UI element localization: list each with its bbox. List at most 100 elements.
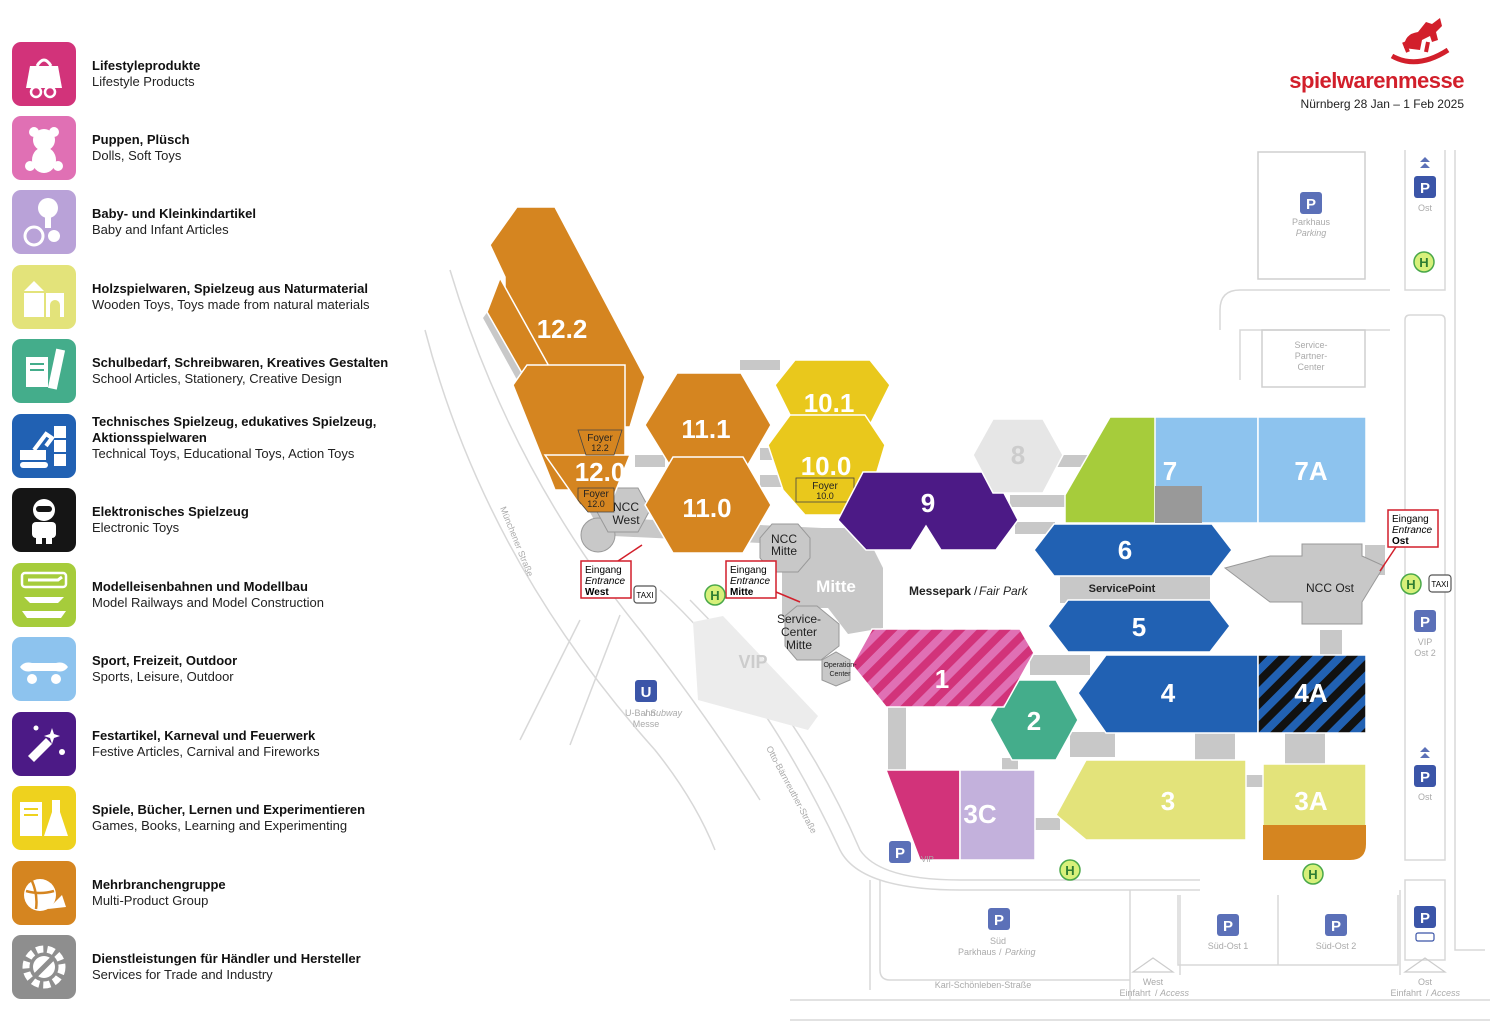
subway-icon: U [635,680,657,702]
bus-stop-icon: H [1413,251,1435,273]
hall-3a: 3A [1262,763,1367,861]
legend-title: Mehrbranchengruppe [92,877,226,892]
legend-subtitle: Multi-Product Group [92,893,209,908]
hall-label: 3 [1161,786,1175,816]
bus-stop-icon: H [1059,859,1081,881]
firework-mask-icon [12,712,76,776]
sued-parking-label: Parking [1005,947,1036,957]
operation-center [821,651,851,687]
slash-separator: / [1155,988,1158,998]
parking-icon: P [889,841,911,863]
service-center-label-2: Center [781,625,817,639]
vip-area-label: VIP [738,652,767,672]
rattle-pacifier-icon [12,190,76,254]
legend-subtitle: Sports, Leisure, Outdoor [92,669,234,684]
taxi-label: TAXI [636,591,653,600]
book-flask-icon [12,786,76,850]
ost-access-label: Ost [1418,977,1433,987]
service-center-mitte [784,605,840,661]
hall-label: 7A [1294,456,1327,486]
hall-label: 8 [1011,440,1025,470]
bus-stop-label: H [1406,577,1415,592]
parking-icon: P [1300,192,1322,214]
hall-3: 3 [1055,759,1247,841]
hall-7: 7 [1064,416,1259,524]
bus-stop-label: H [1308,867,1317,882]
hall-label: 5 [1132,612,1146,642]
west-einfahrt-label: Einfahrt [1119,988,1151,998]
ost-label-2: Ost [1418,792,1433,802]
service-center-label: Service- [777,612,821,626]
legend-subtitle: Baby and Infant Articles [92,222,229,237]
access-arrows [1131,957,1447,973]
entrance-west[interactable]: Eingang Entrance West [580,544,643,599]
mitte-label: Mitte [816,577,856,596]
legend-subtitle: Services for Trade and Industry [92,967,273,982]
parking-letter: P [1420,910,1430,927]
foyer-12-2: Foyer 12.2 [577,429,623,456]
vip-small-label: VIP [921,855,934,864]
entrance-mitte-name: Mitte [730,587,754,598]
hall-11-0: 11.0 [644,456,772,554]
ncc-mitte-label-2: Mitte [771,544,797,558]
parking-label: Parking [1296,228,1327,238]
hall-6: 6 [1033,523,1233,577]
taxi-sign-icon: TAXI [633,585,657,604]
service-partner-label: Service- [1294,340,1327,350]
legend-item-wooden: Holzspielwaren, Spielzeug aus Naturmater… [12,265,432,331]
rocking-horse-logo-icon [1390,18,1450,65]
entrance-ost[interactable]: Eingang Entrance Ost [1379,509,1439,572]
hall-7a: 7A [1257,416,1367,524]
hall-2: 2 [989,679,1079,761]
excavator-abc-icon [12,414,76,478]
hall-label: 11.1 [681,414,730,444]
parking-icon: P [1414,906,1436,942]
ost-label: Ost [1418,203,1433,213]
legend-subtitle: Games, Books, Learning and Experimenting [92,818,348,833]
entrance-mitte[interactable]: Eingang Entrance Mitte [725,560,801,603]
parking-icon: P [988,908,1010,930]
legend-item-services: Dienstleistungen für Händler und Herstel… [12,935,432,1001]
hall-label: 3A [1294,786,1327,816]
service-partner-label-3: Center [1297,362,1324,372]
hall-10-1: 10.1 [774,359,891,426]
subway-letter: U [641,684,652,701]
legend-title: Technisches Spielzeug, edukatives Spielz… [92,414,377,445]
robot-icon [12,488,76,552]
brand-name: spielwarenmesse [1289,68,1464,93]
bus-stop-label: H [710,588,719,603]
brand-block: spielwarenmesse Nürnberg 28 Jan – 1 Feb … [1204,12,1464,122]
parking-icon: P [1414,176,1436,198]
bus-stop-icon: H [704,584,726,606]
train-plane-ship-icon [12,563,76,627]
karl-strasse-label: Karl-Schönleben-Straße [935,980,1032,990]
parking-letter: P [1420,769,1430,786]
west-access-label: Access [1159,988,1190,998]
bus-stop-label: H [1065,863,1074,878]
slash-separator: / [999,947,1002,957]
legend-title: Festartikel, Karneval und Feuerwerk [92,728,316,743]
entrance-mitte-en: Entrance [730,576,770,587]
ost-einfahrt-label: Einfahrt [1390,988,1422,998]
hall-label: 2 [1027,706,1041,736]
ball-arrow-icon [12,861,76,925]
subway-label: Subway [650,708,683,718]
parking-letter: P [1420,614,1430,631]
sued-label: Süd [990,936,1006,946]
entrance-ost-name: Ost [1392,536,1409,547]
foyer-number: 10.0 [816,491,834,501]
hall-label: 7 [1163,456,1177,486]
legend-item-school: Schulbedarf, Schreibwaren, Kreatives Ges… [12,339,432,405]
entrance-west-name: West [585,587,609,598]
parking-icon: P [1414,765,1436,787]
legend-subtitle: Dolls, Soft Toys [92,148,182,163]
hall-label: 12.2 [537,314,588,344]
messepark-label: Messepark [909,584,971,598]
service-partner-label-2: Partner- [1295,351,1328,361]
hall-12-0: 12.0 [512,364,632,506]
foyer-10-0: Foyer 10.0 [795,477,855,503]
hall-label: 9 [921,488,935,518]
